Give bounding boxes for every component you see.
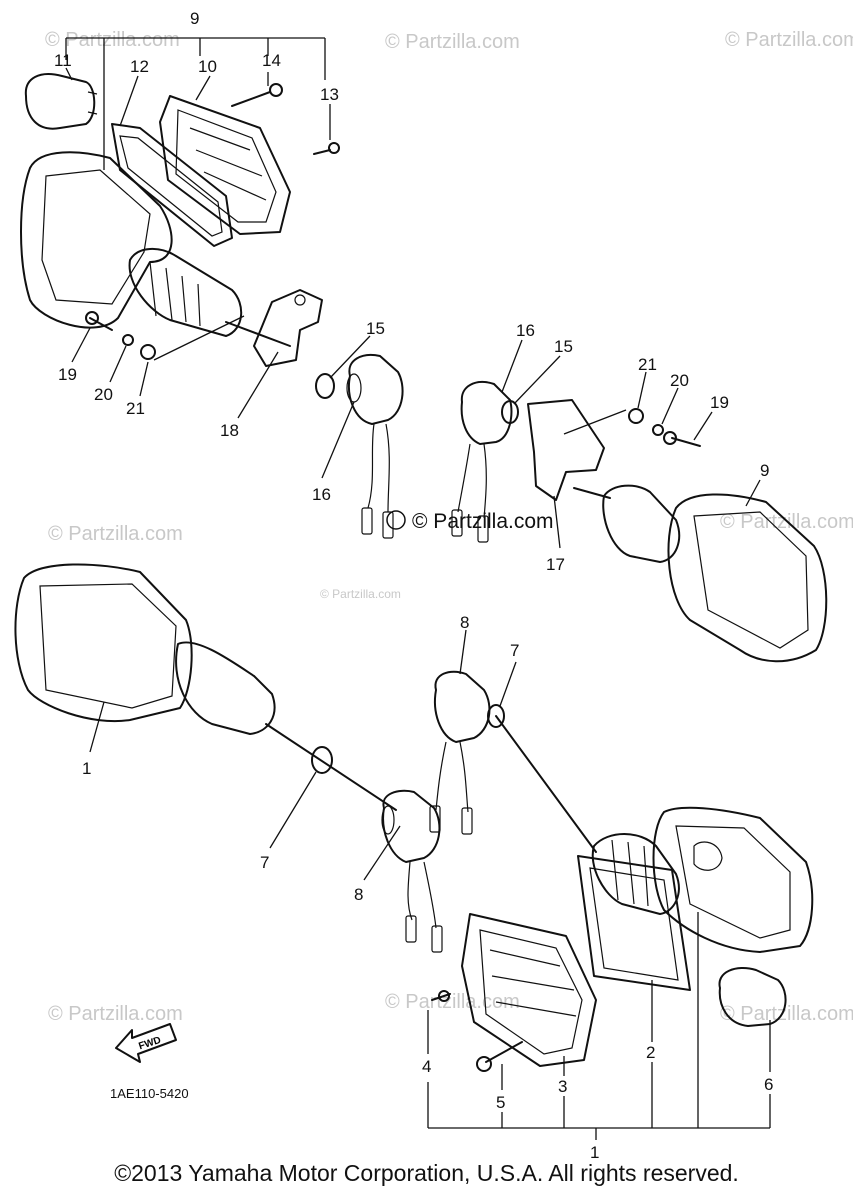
callout-number: 13	[320, 85, 339, 104]
watermark: © Partzilla.com	[720, 1003, 853, 1025]
stem-icon	[128, 248, 243, 337]
callout-number: 19	[710, 393, 729, 412]
callout-number: 9	[760, 461, 769, 480]
callout-number: 12	[130, 57, 149, 76]
center-watermark-text: © Partzilla.com	[412, 510, 554, 533]
housing-icon	[14, 563, 193, 723]
callout-number: 16	[516, 321, 535, 340]
bulb-icon	[718, 967, 787, 1027]
callout-numbers: 9 11 12 10 14 13 19 20 21 18 15 16 16 15…	[54, 9, 773, 1162]
screw-icon	[431, 993, 451, 1001]
callout-number: 1	[82, 759, 91, 778]
copyright-notice: ©2013 Yamaha Motor Corporation, U.S.A. A…	[114, 1160, 739, 1186]
callout-number: 2	[646, 1043, 655, 1062]
watermark: © Partzilla.com	[320, 587, 401, 601]
callout-number: 5	[496, 1093, 505, 1112]
bracket-icon	[527, 399, 605, 501]
watermark: © Partzilla.com	[385, 991, 520, 1013]
callout-number: 8	[460, 613, 469, 632]
watermark-layer: © Partzilla.com © Partzilla.com © Partzi…	[45, 29, 853, 1025]
stem-icon	[591, 833, 680, 915]
housing-icon	[667, 493, 828, 663]
washer-icon	[140, 344, 156, 360]
upper-right-turn-signal	[451, 381, 828, 663]
housing-icon	[652, 806, 814, 953]
fwd-arrow-icon	[115, 1023, 177, 1063]
callout-number: 7	[510, 641, 519, 660]
callout-number: 16	[312, 485, 331, 504]
lower-right-turn-signal	[429, 670, 814, 1072]
stem-icon	[175, 641, 276, 735]
gasket-icon	[577, 855, 691, 991]
washer-icon	[652, 424, 664, 436]
callout-number: 3	[558, 1077, 567, 1096]
callout-number: 21	[126, 399, 145, 418]
callout-number: 6	[764, 1075, 773, 1094]
callout-number: 20	[670, 371, 689, 390]
screw-icon	[231, 91, 271, 107]
gasket-icon	[111, 123, 233, 247]
center-watermark: © Partzilla.com	[386, 510, 554, 533]
socket-icon	[348, 354, 404, 425]
callout-number: 7	[260, 853, 269, 872]
screw-icon	[89, 317, 113, 331]
callout-number: 11	[54, 51, 72, 70]
watermark: © Partzilla.com	[48, 523, 183, 545]
callout-number: 21	[638, 355, 657, 374]
callout-number: 1	[590, 1143, 599, 1162]
callout-number: 18	[220, 421, 239, 440]
washer-icon	[122, 334, 134, 346]
socket-icon	[460, 381, 513, 445]
bulb-icon	[24, 73, 96, 130]
lens-icon	[461, 913, 597, 1067]
leader-lines	[65, 37, 771, 1140]
callout-number: 19	[58, 365, 77, 384]
lower-left-turn-signal	[14, 563, 443, 953]
socket-icon	[434, 670, 491, 743]
socket-icon	[382, 789, 441, 863]
washer-icon	[628, 408, 644, 424]
callout-number: 17	[546, 555, 565, 574]
callout-number: 8	[354, 885, 363, 904]
callout-number: 4	[422, 1057, 431, 1076]
callout-number: 10	[198, 57, 217, 76]
callout-number: 15	[554, 337, 573, 356]
callout-number: 15	[366, 319, 385, 338]
stem-icon	[602, 484, 681, 563]
diagram-code: 1AE110-5420	[110, 1086, 189, 1101]
lens-icon	[159, 95, 291, 235]
watermark: © Partzilla.com	[725, 29, 853, 51]
callout-number: 20	[94, 385, 113, 404]
screw-icon	[313, 149, 331, 155]
bracket-icon	[253, 289, 323, 367]
watermark: © Partzilla.com	[385, 31, 520, 53]
callout-number: 14	[262, 51, 281, 70]
screw-icon	[485, 1041, 523, 1063]
watermark: © Partzilla.com	[48, 1003, 183, 1025]
watermark: © Partzilla.com	[45, 29, 180, 51]
callout-number: 9	[190, 9, 199, 28]
fwd-arrow: FWD	[115, 1023, 177, 1063]
upper-left-turn-signal	[20, 73, 404, 539]
housing-icon	[20, 151, 173, 329]
